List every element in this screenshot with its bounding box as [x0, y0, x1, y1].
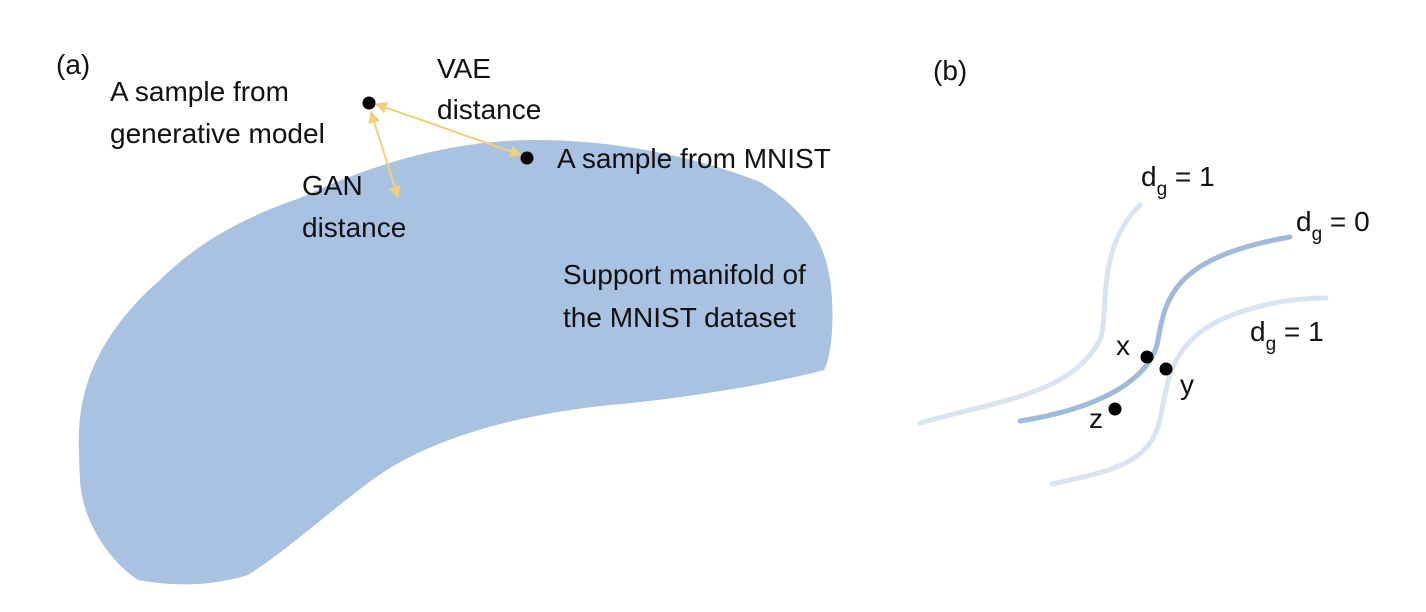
- curve-label-lower: dg = 1: [1250, 316, 1324, 355]
- gan-distance-arrow: [368, 110, 401, 199]
- vae-distance-label-line2: distance: [437, 94, 541, 125]
- curve-label-middle: dg = 0: [1296, 206, 1370, 245]
- mnist-sample-point: [520, 151, 534, 165]
- curve-dg-1-lower: [1049, 295, 1329, 487]
- gan-distance-label-line1: GAN: [302, 170, 363, 201]
- generative-sample-point: [362, 96, 376, 110]
- panel-a-label: (a): [56, 49, 90, 80]
- panel-b-label: (b): [933, 55, 967, 86]
- manifold-label-line1: Support manifold of: [563, 259, 806, 290]
- curve-dg-1-upper: [917, 202, 1143, 426]
- generative-sample-label-line2: generative model: [110, 118, 325, 149]
- point-x: [1140, 350, 1154, 364]
- point-z: [1108, 402, 1122, 416]
- mnist-sample-label: A sample from MNIST: [557, 143, 831, 174]
- vae-distance-label-line1: VAE: [437, 53, 491, 84]
- panel-b: (b) x y z dg = 1 dg = 0 dg = 1: [917, 55, 1370, 487]
- curve-dg-0: [1017, 234, 1293, 424]
- point-z-label: z: [1089, 403, 1103, 434]
- gan-distance-label-line2: distance: [302, 212, 406, 243]
- generative-sample-label-line1: A sample from: [110, 76, 289, 107]
- point-y: [1159, 362, 1173, 376]
- support-manifold-region: [78, 140, 833, 585]
- manifold-label-line2: the MNIST dataset: [563, 302, 796, 333]
- point-y-label: y: [1180, 369, 1194, 400]
- point-x-label: x: [1116, 330, 1130, 361]
- curve-label-upper: dg = 1: [1141, 161, 1215, 200]
- panel-a: (a) A sample from generative model VAE d…: [56, 49, 833, 585]
